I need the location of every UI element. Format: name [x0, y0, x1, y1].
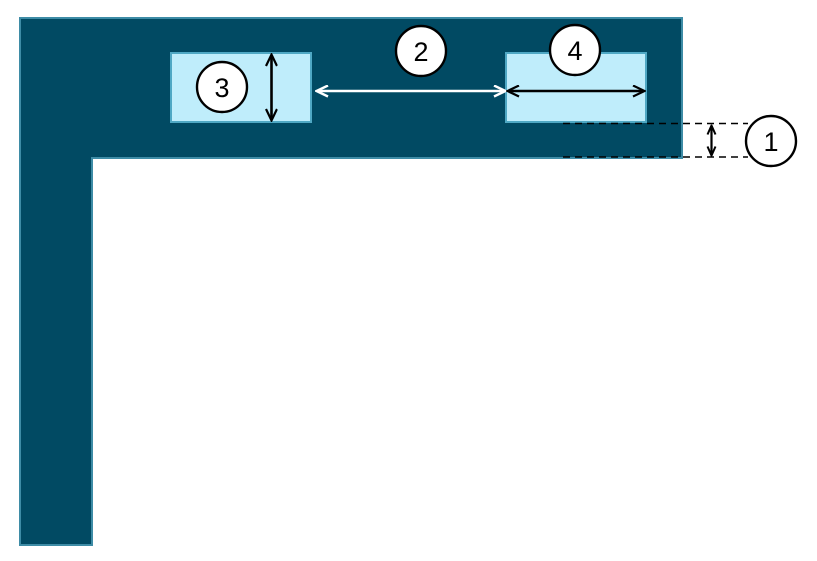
- callout-4[interactable]: 4: [548, 23, 602, 77]
- callout-3-label: 3: [214, 73, 229, 103]
- callout-2[interactable]: 2: [394, 24, 448, 78]
- l-shaped-wall: [19, 17, 683, 546]
- callout-2-label: 2: [413, 37, 428, 67]
- callout-1[interactable]: 1: [744, 114, 798, 168]
- callout-1-label: 1: [763, 127, 778, 157]
- callout-2-circle: [394, 24, 448, 78]
- callout-3-circle: [195, 60, 249, 114]
- callout-3[interactable]: 3: [195, 60, 249, 114]
- callout-4-circle: [548, 23, 602, 77]
- callout-1-circle: [744, 114, 798, 168]
- callout-4-label: 4: [567, 36, 582, 66]
